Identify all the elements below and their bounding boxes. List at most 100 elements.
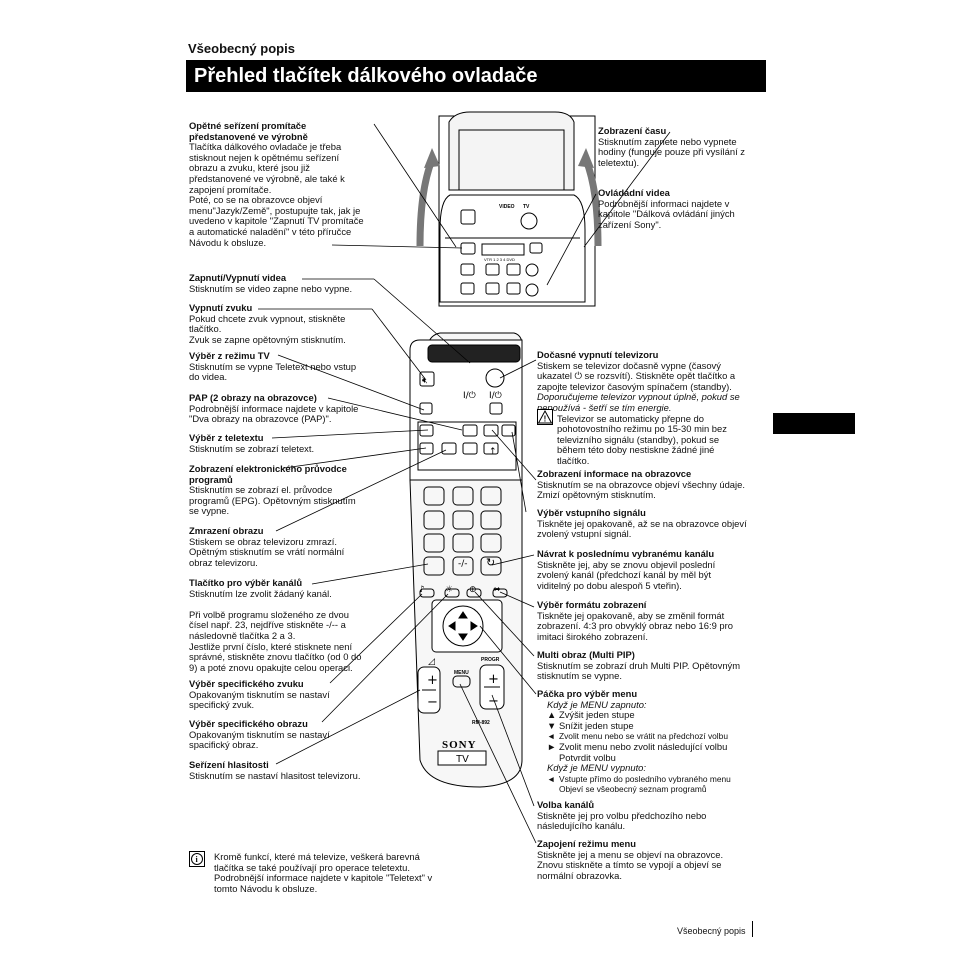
block-epg-text: Stisknutím se zobrazí el. průvodce progr…: [189, 484, 356, 517]
block-last-heading: Návrat k poslednímu vybranému kanálu: [537, 548, 715, 559]
section-label: Všeobecný popis: [188, 41, 295, 56]
block-volba-text: Stiskněte jej pro volbu předchozího nebo…: [537, 809, 707, 832]
block-sound-text: Opakovaným tisknutím se nastaví specific…: [189, 688, 330, 711]
block-mute-text: Pokud chcete zvuk vypnout, stiskněte tla…: [189, 312, 346, 345]
page-title: Přehled tlačítek dálkového ovladače: [186, 60, 766, 92]
tv-power-glyph: I/⏻: [489, 390, 502, 401]
volume-minus-icon: −: [427, 695, 438, 710]
block-multi-text: Stisknutím se zobrazí druh Multi PIP. Op…: [537, 659, 741, 682]
block-freeze: Zmrazení obrazu Stiskem se obraz televiz…: [189, 525, 389, 568]
block-volume: Seřízení hlasitosti Stisknutím se nastav…: [189, 759, 399, 781]
format-icon: ⇔: [493, 585, 501, 595]
block-mute-heading: Vypnutí zvuku: [189, 302, 253, 313]
block-sleep: Dočasné vypnutí televizoru Stiskem se te…: [537, 349, 765, 467]
block-tv-mode-text: Stisknutím se vypne Teletext nebo vstup …: [189, 360, 357, 383]
block-input: Výběr vstupního signálu Tiskněte jej opa…: [537, 507, 765, 540]
block-time-text: Stisknutím zapnete nebo vypnete hodiny (…: [598, 135, 745, 168]
picture-mode-icon: ☼: [445, 585, 453, 595]
footer-divider: [752, 921, 753, 937]
block-tv-mode-heading: Výběr z režimu TV: [189, 350, 270, 361]
block-picture: Výběr specifického obrazu Opakovaným tis…: [189, 718, 389, 751]
info-note-icon: i: [189, 851, 205, 867]
block-menu-text: Stiskněte jej a menu se objeví na obrazo…: [537, 848, 724, 881]
block-volba-heading: Volba kanálů: [537, 799, 595, 810]
block-reset-text: Tlačítka dálkového ovladače je třeba sti…: [189, 141, 364, 248]
mute-icon: 🔇︎: [422, 376, 428, 386]
chapter-tab: [773, 413, 855, 434]
joy-down-text: Snížit jeden stupe: [559, 719, 634, 731]
block-teletext-text: Stisknutím se zobrazí teletext.: [189, 442, 315, 454]
tv-text: TV: [456, 754, 469, 765]
detail-video-label: VIDEO: [499, 204, 515, 210]
progr-minus-icon: −: [488, 694, 499, 709]
block-info: Zobrazení informace na obrazovce Stisknu…: [537, 468, 765, 501]
block-input-heading: Výběr vstupního signálu: [537, 507, 646, 518]
block-sleep-italic: Doporučujeme televizor vypnout úplně, po…: [537, 391, 740, 413]
joy-up-text: Zvýšit jeden stupe: [559, 709, 635, 721]
video-label: VIDEO: [463, 364, 479, 370]
block-info-text: Stisknutím se na obrazovce objeví všechn…: [537, 478, 745, 501]
sound-mode-icon: ♪: [419, 585, 425, 595]
block-pap-text: Podrobnější informace najdete v kapitole…: [189, 402, 359, 425]
volume-icon: ◿: [428, 657, 435, 667]
block-sound: Výběr specifického zvuku Opakovaným tisk…: [189, 678, 389, 711]
block-channel-text: Stisknutím lze zvolit žádaný kanál. Při …: [189, 587, 362, 673]
arrow-up-icon: ▲: [547, 709, 557, 721]
multipip-icon: ⊕: [469, 585, 477, 595]
block-input-text: Tiskněte jej opakovaně, až se na obrazov…: [537, 517, 747, 540]
brand-logo: SONY: [442, 739, 477, 751]
block-reset: Opětné seřízení promítače předstanovené …: [189, 120, 389, 248]
block-multi-heading: Multi obraz (Multi PIP): [537, 649, 635, 660]
arrow-left-icon: ◄: [547, 773, 556, 784]
block-sleep-heading: Dočasné vypnutí televizoru: [537, 349, 659, 360]
block-tv-mode: Výběr z režimu TV Stisknutím se vypne Te…: [189, 350, 389, 383]
arrow-right-icon: ►: [547, 740, 557, 752]
block-joy-on: Když je MENU zapnuto:: [547, 698, 647, 710]
svg-text:i: i: [196, 855, 199, 864]
block-video-ctrl: Ovládádní videa Podrobnější informaci na…: [598, 187, 768, 230]
block-reset-heading: Opětné seřízení promítače předstanovené …: [189, 120, 308, 142]
block-pap-heading: PAP (2 obrazy na obrazovce): [189, 392, 317, 403]
block-sleep-text: Stiskem se televizor dočasně vypne (časo…: [537, 359, 736, 392]
block-last-text: Stiskněte jej, aby se znovu objevil posl…: [537, 558, 716, 591]
warning-icon: !: [537, 409, 553, 425]
block-sleep-warn: Televizor se automaticky přepne do pohot…: [557, 412, 727, 466]
joy-off-text: Vstupte přímo do posledního vybraného me…: [559, 773, 731, 795]
block-joy-off: Když je MENU vypnuto:: [547, 762, 646, 774]
video-power-glyph: I/⏻: [463, 390, 476, 401]
block-last: Návrat k poslednímu vybranému kanálu Sti…: [537, 548, 765, 591]
block-format-text: Tiskněte jej opakovaně, aby se změnil fo…: [537, 609, 733, 642]
block-teletext: Výběr z teletextu Stisknutím se zobrazí …: [189, 432, 389, 454]
block-volume-heading: Seřízení hlasitosti: [189, 759, 269, 770]
svg-text:!: !: [544, 415, 547, 424]
menu-label: MENU: [454, 670, 469, 676]
block-pap: PAP (2 obrazy na obrazovce) Podrobnější …: [189, 392, 389, 425]
joy-right-text: Zvolit menu nebo zvolit následující volb…: [559, 740, 728, 763]
progr-label: PROGR: [481, 657, 500, 663]
block-freeze-text: Stiskem se obraz televizoru zmrazí. Opět…: [189, 535, 345, 568]
leader-lines: [258, 123, 671, 844]
joy-left-text: Zvolit menu nebo se vrátit na předchozí …: [559, 731, 728, 742]
block-video-power-text: Stisknutím se video zapne nebo vypne.: [189, 282, 353, 294]
note-block: Kromě funkcí, které má televize, veškerá…: [214, 851, 474, 894]
block-video-power-heading: Zapnutí/Vypnutí videa: [189, 272, 287, 283]
last-channel-icon: ↻: [486, 556, 495, 569]
block-joystick: Páčka pro výběr menu Když je MENU zapnut…: [537, 688, 767, 795]
arrow-down-icon: ▼: [547, 719, 557, 731]
block-mute: Vypnutí zvuku Pokud chcete zvuk vypnout,…: [189, 302, 389, 345]
block-video-power: Zapnutí/Vypnutí videa Stisknutím se vide…: [189, 272, 389, 294]
block-epg: Zobrazení elektronického průvodce progra…: [189, 463, 389, 517]
remote-detail-view: [416, 111, 602, 307]
note-text: Kromě funkcí, které má televize, veškerá…: [214, 851, 433, 894]
block-channel: Tlačítko pro výběr kanálů Stisknutím lze…: [189, 577, 399, 673]
block-video-ctrl-text: Podrobnější informaci najdete v kapitole…: [598, 197, 735, 230]
block-volba: Volba kanálů Stiskněte jej pro volbu pře…: [537, 799, 765, 832]
block-menu: Zapojení režimu menu Stiskněte jej a men…: [537, 838, 765, 881]
block-info-heading: Zobrazení informace na obrazovce: [537, 468, 692, 479]
block-format: Výběr formátu zobrazení Tiskněte jej opa…: [537, 599, 765, 642]
block-volume-text: Stisknutím se nastaví hlasitost televizo…: [189, 769, 361, 781]
volume-plus-icon: +: [427, 673, 438, 688]
block-picture-text: Opakovaným tisknutím se nastaví spacific…: [189, 728, 330, 751]
block-menu-heading: Zapojení režimu menu: [537, 838, 636, 849]
